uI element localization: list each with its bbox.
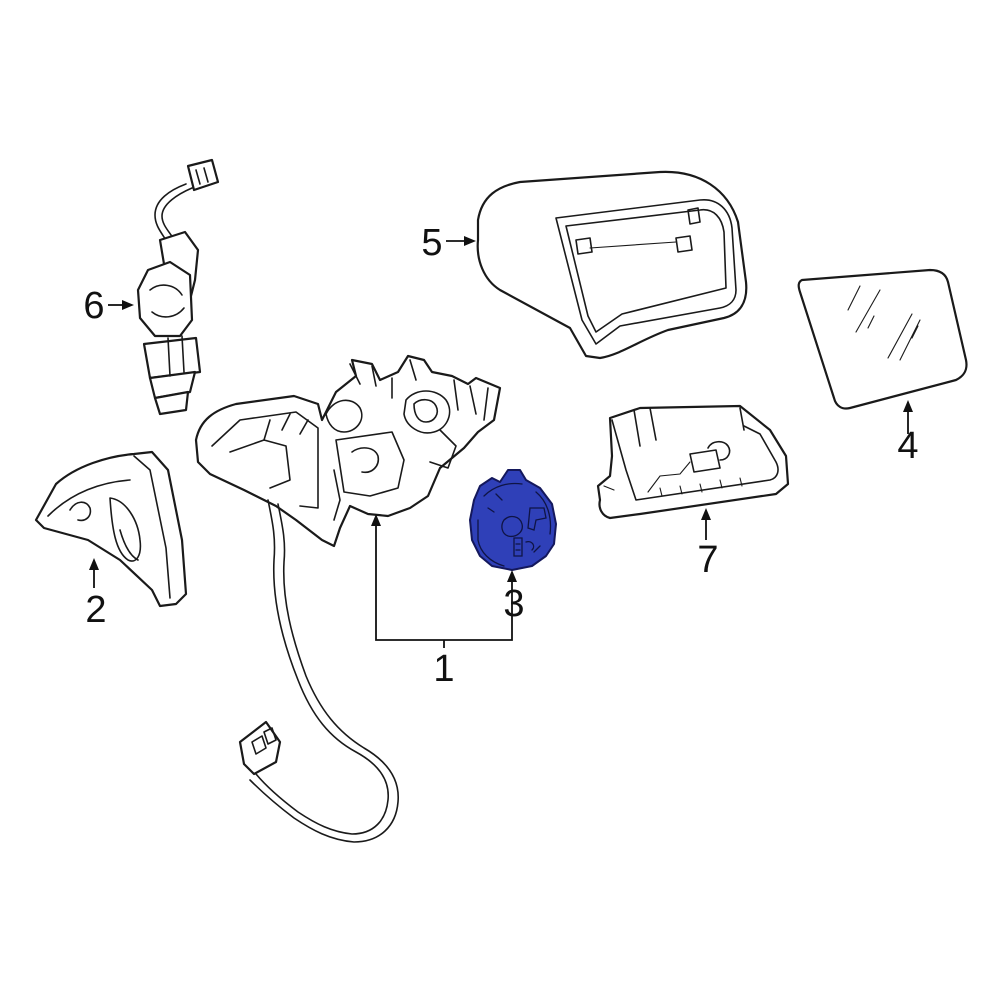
callout-1: 1 <box>433 648 454 690</box>
callout-6: 6 <box>83 285 104 327</box>
part-6-wiring-harness[interactable] <box>136 158 220 416</box>
part-2-trim-housing[interactable] <box>34 450 188 608</box>
callout-2: 2 <box>85 589 106 631</box>
callout-3: 3 <box>503 583 524 625</box>
leader-lines <box>89 236 913 648</box>
part-1-mirror-base-assembly[interactable] <box>194 354 502 843</box>
part-7-lower-cover[interactable] <box>596 404 790 520</box>
callout-7: 7 <box>697 539 718 581</box>
part-3-mirror-motor[interactable] <box>469 469 557 571</box>
callout-5: 5 <box>421 222 442 264</box>
part-4-mirror-glass[interactable] <box>797 268 968 410</box>
part-5-mirror-cover[interactable] <box>476 170 748 360</box>
callout-4: 4 <box>897 425 918 467</box>
